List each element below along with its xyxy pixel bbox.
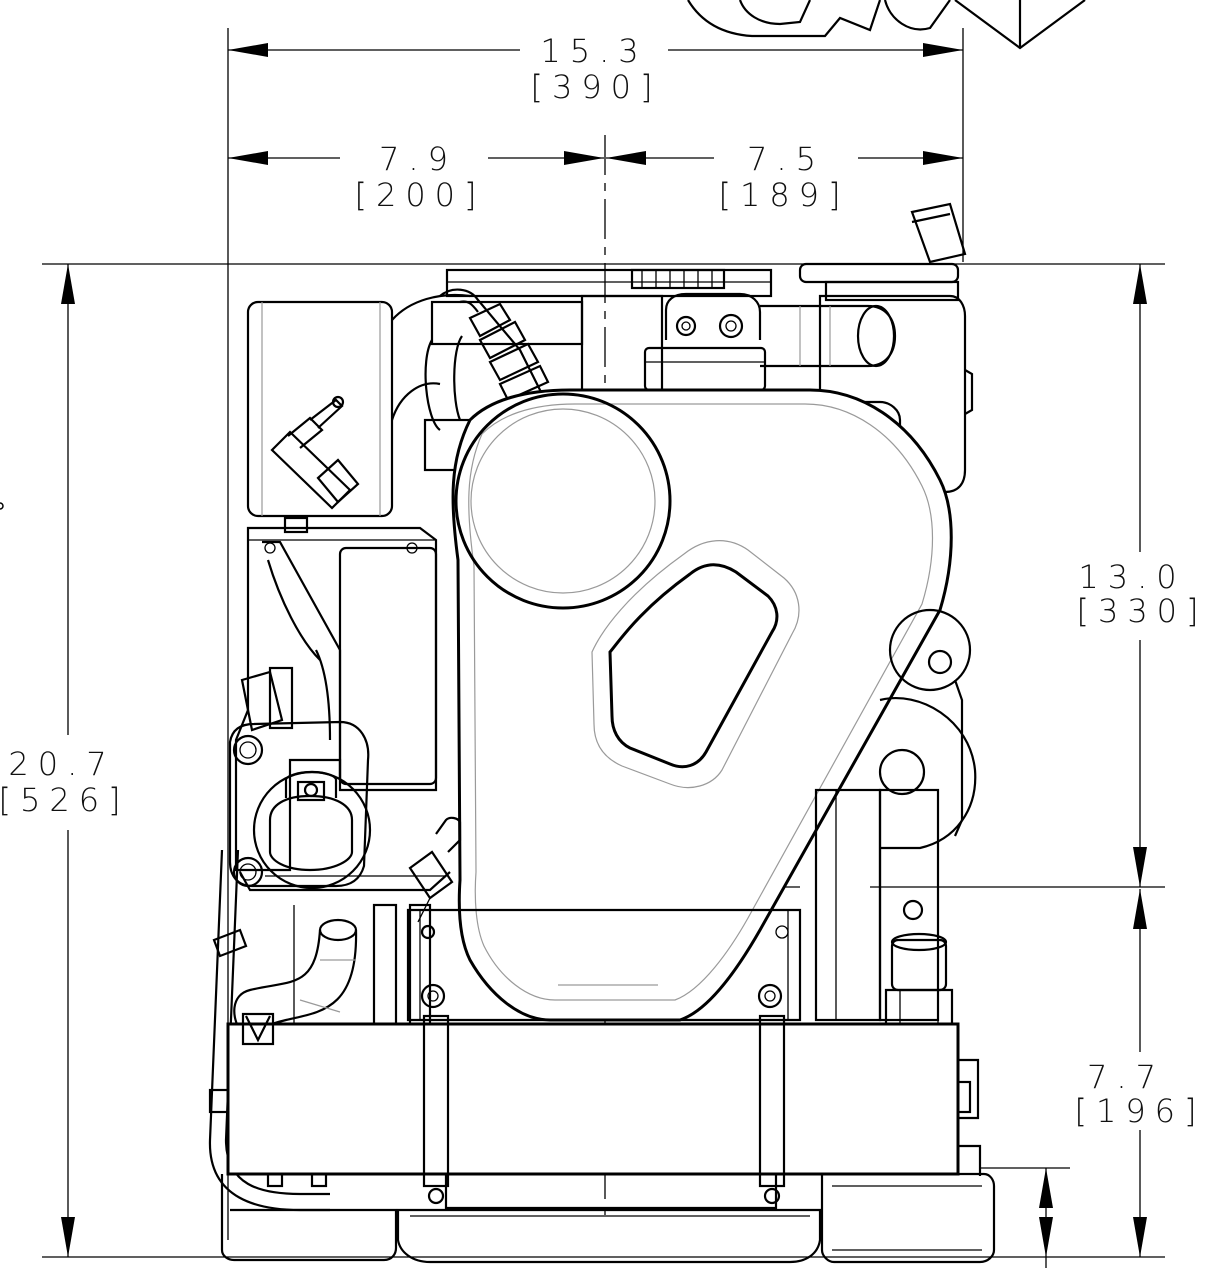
cover-window (591, 540, 800, 789)
top-frame (423, 268, 773, 472)
left-lower-hose (233, 903, 432, 1031)
dimension-overall-height: 20.7 [526] (0, 264, 130, 1257)
left-pump-housing (234, 526, 438, 872)
engine (208, 0, 1086, 1264)
base-feet (220, 1144, 996, 1264)
dim-left-half-inches: 7.9 (379, 140, 457, 178)
top-left-hose (424, 288, 550, 431)
dim-overall-width-inches: 15.3 (540, 32, 647, 70)
dim-lower-height-mm: [196] (1074, 1092, 1205, 1130)
dim-lower-height-inches: 7.7 (1087, 1058, 1165, 1096)
edge-mark (0, 502, 4, 510)
dimension-foot-arrows (1039, 1168, 1053, 1268)
lower-left-bracket (239, 816, 462, 940)
left-sensor-probe (270, 395, 360, 534)
lower-mount-plate (406, 908, 802, 1022)
dim-overall-height-inches: 20.7 (8, 745, 115, 783)
dim-overall-height-mm: [526] (0, 781, 130, 819)
dimension-lower-height: 7.7 [196] (1074, 889, 1205, 1257)
right-expansion-tank (798, 202, 974, 494)
dim-right-half-mm: [189] (718, 176, 849, 214)
top-right-exhaust-partial (687, 0, 1086, 50)
dim-left-half-mm: [200] (354, 176, 485, 214)
top-right-hose (760, 304, 897, 368)
dim-right-half-inches: 7.5 (747, 140, 825, 178)
dim-upper-height-inches: 13.0 (1078, 558, 1185, 596)
dimension-upper-height: 13.0 [330] (1076, 264, 1207, 887)
left-reservoir (246, 293, 471, 518)
fuel-filter (228, 720, 372, 890)
dim-overall-width-mm: [390] (530, 68, 661, 106)
hose-fitting (468, 302, 550, 402)
heat-exchanger (208, 1012, 980, 1205)
front-cover (451, 388, 953, 1022)
dimension-half-widths: 7.9 [200] 7.5 [189] (228, 140, 963, 214)
dim-upper-height-mm: [330] (1076, 592, 1207, 630)
right-accessories (814, 608, 977, 1022)
dimension-overall-width: 15.3 [390] (228, 32, 963, 106)
